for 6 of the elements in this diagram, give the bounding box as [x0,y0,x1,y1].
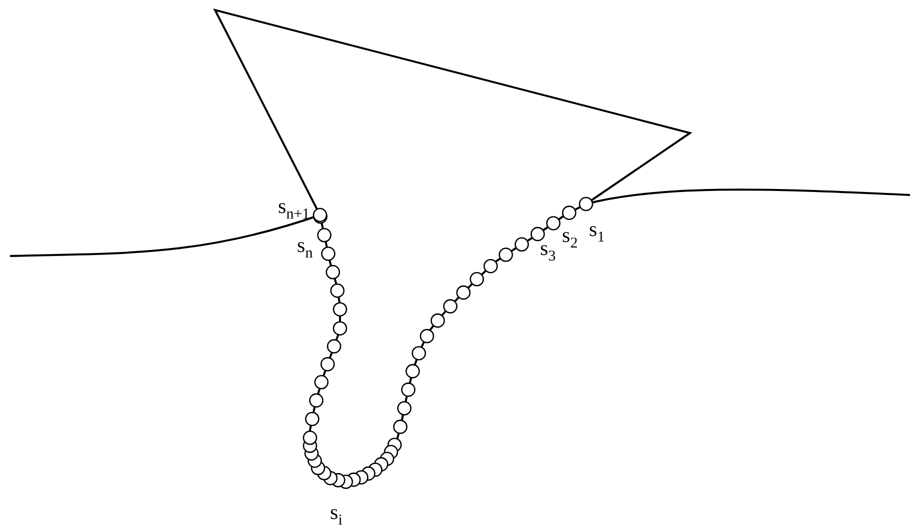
point-label: s$_{n+1}$ [278,196,310,222]
point-label: s$_{1}$ [589,219,605,246]
point-label: s$_{n}$ [297,235,313,262]
point-label: s$_{i}$ [330,502,342,528]
point-label: s$_{3}$ [540,238,556,264]
point-label: s$_{2}$ [562,225,578,252]
